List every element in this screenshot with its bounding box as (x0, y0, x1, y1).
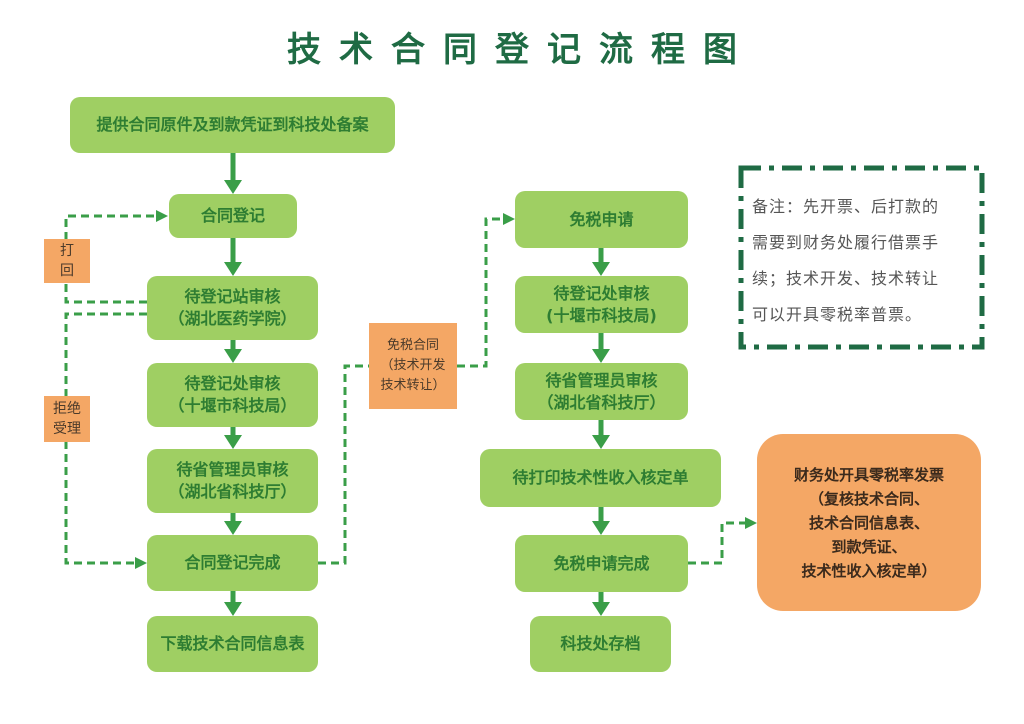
arrow-left-2 (224, 238, 242, 276)
finance-line: 技术性收入核定单） (801, 561, 937, 580)
arrowhead-return (156, 210, 168, 222)
step-tax-office-review: 待登记处审核 (十堰市科技局) (515, 276, 688, 333)
step-download-info-sheet: 下载技术合同信息表 (147, 616, 318, 672)
finance-invoice-box: 财务处开具零税率发票 （复核技术合同、 技术合同信息表、 到款凭证、 技术性收入… (757, 434, 981, 611)
step-label: 待打印技术性收入核定单 (512, 468, 689, 487)
step-tax-exemption-complete: 免税申请完成 (515, 535, 688, 592)
step-station-review: 待登记站审核 （湖北医药学院） (147, 276, 318, 340)
step-label: 待登记处审核 (553, 283, 650, 303)
dashed-taxfree-path (318, 364, 369, 565)
step-print-income-sheet: 待打印技术性收入核定单 (480, 449, 721, 507)
note-line: 备注：先开票、后打款的 (752, 197, 940, 216)
arrow-right-5 (592, 592, 610, 616)
arrow-left-3 (224, 340, 242, 363)
step-office-review: 待登记处审核 （十堰市科技局） (147, 363, 318, 427)
arrowhead-finance (745, 517, 757, 529)
finance-line: 技术合同信息表、 (808, 513, 929, 532)
step-label: 待省管理员审核 (545, 370, 658, 390)
arrowhead-taxfree (503, 213, 515, 225)
dashed-arrowheads (135, 210, 757, 569)
dashed-reject-path (64, 312, 147, 565)
note-line: 需要到财务处履行借票手 (752, 233, 940, 252)
arrow-right-2 (592, 333, 610, 363)
label-reject: 拒绝 受理 (44, 396, 90, 442)
step-sublabel: （湖北省科技厅） (537, 392, 666, 412)
step-registration-complete: 合同登记完成 (147, 535, 318, 591)
label-text: 技术转让） (380, 378, 446, 393)
finance-line: 财务处开具零税率发票 (793, 465, 944, 484)
step-tax-exemption-application: 免税申请 (515, 191, 688, 248)
step-label: 待登记处审核 (184, 374, 281, 393)
label-text: 免税合同 (386, 338, 439, 353)
label-tax-free-contract: 免税合同 （技术开发 技术转让） (369, 323, 457, 409)
step-label: 免税申请完成 (553, 553, 650, 573)
step-sublabel: （十堰市科技局） (168, 396, 297, 415)
step-archive: 科技处存档 (530, 616, 671, 672)
step-sublabel: (十堰市科技局) (546, 305, 657, 325)
step-label: 待登记站审核 (184, 287, 281, 306)
label-text: 拒绝 (53, 401, 81, 417)
step-label: 合同登记完成 (184, 553, 281, 572)
step-label: 免税申请 (569, 209, 634, 229)
step-label: 下载技术合同信息表 (160, 634, 305, 653)
step-label: 科技处存档 (560, 634, 641, 653)
step-label: 合同登记 (200, 206, 265, 225)
arrowhead-reject (135, 557, 147, 569)
label-text: 打 (60, 243, 74, 259)
note-line: 续；技术开发、技术转让 (752, 269, 940, 288)
finance-line: 到款凭证、 (831, 537, 907, 556)
step-label: 提供合同原件及到款凭证到科技处备案 (96, 115, 369, 134)
step-label: 待省管理员审核 (176, 460, 289, 479)
step-sublabel: （湖北省科技厅） (168, 482, 297, 501)
label-text: 回 (60, 263, 74, 279)
dashed-taxfree-path-2 (457, 217, 505, 368)
step-tax-province-review: 待省管理员审核 （湖北省科技厅） (515, 363, 688, 420)
finance-line: （复核技术合同、 (808, 489, 929, 508)
step-contract-registration: 合同登记 (169, 194, 297, 238)
page-title: 技术合同登记流程图 (287, 30, 755, 70)
arrow-right-1 (592, 248, 610, 276)
label-return: 打 回 (44, 239, 90, 283)
step-submit-original-contract: 提供合同原件及到款凭证到科技处备案 (70, 97, 395, 153)
label-text: 受理 (53, 421, 81, 437)
arrow-right-4 (592, 507, 610, 535)
note-border (738, 165, 985, 350)
step-province-review: 待省管理员审核 （湖北省科技厅） (147, 449, 318, 513)
arrow-left-1 (224, 153, 242, 194)
arrow-right-3 (592, 420, 610, 449)
dashed-finance-path (688, 521, 745, 565)
arrow-left-4 (224, 427, 242, 449)
note-line: 可以开具零税率普票。 (752, 305, 923, 324)
arrow-left-6 (224, 591, 242, 616)
solid-arrows (224, 153, 610, 616)
arrow-left-5 (224, 513, 242, 535)
step-sublabel: （湖北医药学院） (168, 309, 297, 328)
note-text: 备注：先开票、后打款的 需要到财务处履行借票手 续；技术开发、技术转让 可以开具… (752, 189, 972, 333)
note-box: 备注：先开票、后打款的 需要到财务处履行借票手 续；技术开发、技术转让 可以开具… (738, 165, 985, 350)
label-text: （技术开发 (380, 358, 446, 373)
